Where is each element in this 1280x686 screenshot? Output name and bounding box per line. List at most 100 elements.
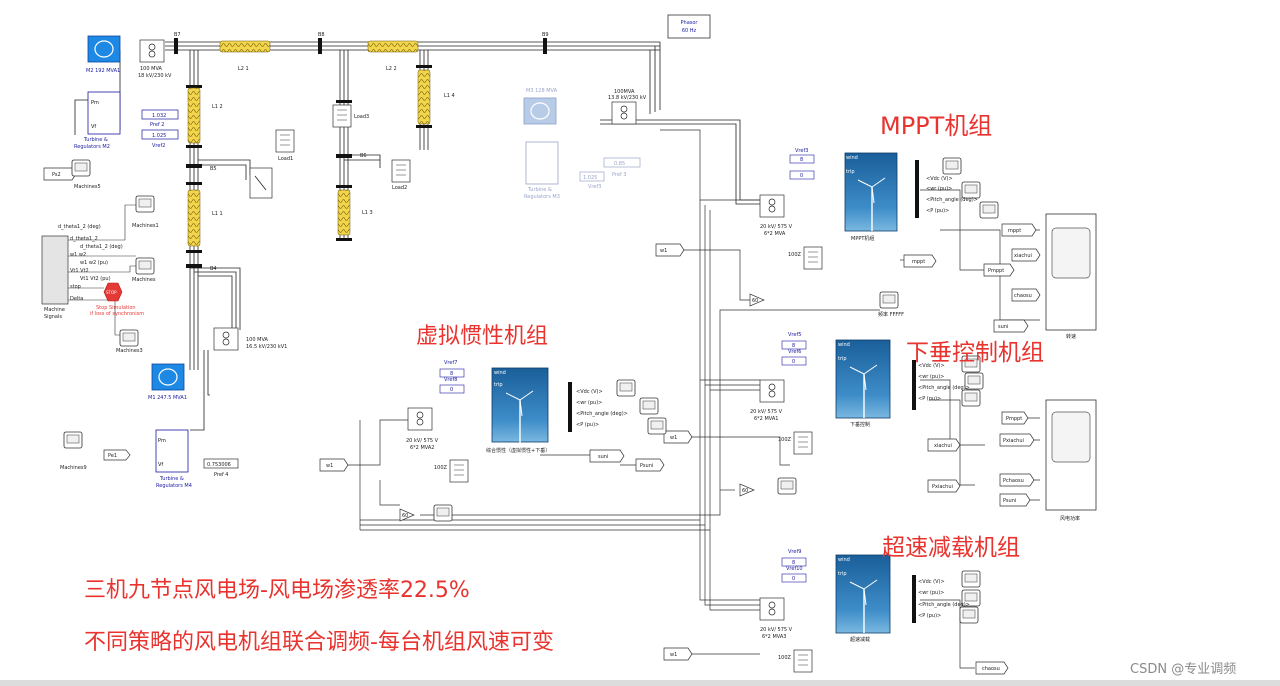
goto-tags[interactable] [43,167,1041,675]
scope-droop-3[interactable] [961,389,981,407]
load3-label: Load3 [354,114,369,120]
machine-signals-block[interactable] [41,235,69,305]
transformer-wt2[interactable] [407,407,433,431]
transformer-t3[interactable] [611,101,637,125]
generator-m1[interactable] [151,363,185,391]
scope-vi-1[interactable] [616,379,636,397]
scope-os-3[interactable] [959,606,979,624]
svg-text:Pm: Pm [91,100,99,106]
regulator-m2-label-a: Turbine & [83,137,108,143]
os-trip-value: 0 [792,576,795,582]
transformer-wt4-voltage: 20 kV/ 575 V [760,627,793,633]
ms-signal-2: w1 w2 (pu) [80,260,108,266]
stop-label: STOP [106,290,117,295]
scope-machines1[interactable] [135,195,155,213]
scope-machines3[interactable] [119,329,139,347]
scope-machines[interactable] [135,257,155,275]
scope-os-1[interactable] [961,570,981,588]
os-sel-pitch: <Pitch_angle (deg)> [918,602,970,608]
droop-sel-pitch: <Pitch_angle (deg)> [918,385,970,391]
scope-machines5-label: Machines5 [74,184,101,190]
ms-signal-1: d_theta1_2 (deg) [58,224,101,230]
load3-block[interactable] [332,104,352,128]
gain-droop[interactable] [739,483,755,497]
mppt-trip-value: 0 [800,173,803,179]
regulator-m4[interactable] [155,429,189,473]
load-rl-os[interactable] [793,649,813,673]
gain-mppt[interactable] [749,293,765,307]
constant-vref2[interactable] [141,129,179,140]
vi-wind-const[interactable] [439,368,465,378]
ms-signal-3: Vt1 Vt2 (pu) [80,276,111,282]
droop-wind-const[interactable] [781,340,807,350]
wind-turbine-os-label: 超速减载 [850,636,870,643]
scope-mppt-2[interactable] [961,181,981,199]
generator-m3-label: M3 128 MVA [526,88,558,94]
scope-mppt-3[interactable] [979,201,999,219]
load1-block[interactable] [275,129,295,153]
annotation-droop: 下垂控制机组 [906,340,1044,366]
scope-vi-2[interactable] [639,397,659,415]
load-rl-vi[interactable] [449,459,469,483]
scope-machines9[interactable] [63,431,83,449]
constant-pref4[interactable] [203,458,239,469]
os-wind-const[interactable] [781,557,807,567]
bottom-scrollbar[interactable] [0,680,1280,686]
scope-vi-3[interactable] [647,417,667,435]
os-sel-wr: <wr (pu)> [918,590,944,596]
mppt-wind-value: 8 [800,157,803,163]
scope-machines5[interactable] [71,159,91,177]
vi-trip-const[interactable] [439,384,465,394]
constant-pref3[interactable] [603,157,641,168]
stop-msg-b: if loss of synchronism [90,311,144,317]
transformer-wt3[interactable] [759,379,785,403]
wind-turbine-mppt[interactable] [844,152,898,232]
tag-pmppt: Pmppt [988,268,1004,274]
regulator-m2[interactable] [87,91,121,135]
load-rl-droop[interactable] [793,431,813,455]
transformer-t1[interactable] [213,327,239,351]
os-trip-const[interactable] [781,573,807,583]
phasor-block[interactable] [667,14,711,39]
machine-signals-label-b: Signals [44,314,62,320]
svg-text:wind: wind [838,342,850,348]
machine-signals-label-a: Machine [44,307,65,313]
ms-signal-1b: d_theta1_2 (deg) [80,244,123,250]
constant-vref3[interactable] [579,171,605,182]
transformer-t2[interactable] [139,39,165,63]
gain-vi[interactable] [399,508,415,522]
svg-text:wind: wind [494,370,506,376]
transformer-wt4[interactable] [759,597,785,621]
scope-mppt-1[interactable] [942,157,962,175]
mppt-trip-const[interactable] [789,170,815,180]
constant-vref2-label: Vref2 [152,143,165,149]
os-vref9-label: Vref9 [788,549,801,555]
generator-m2-label: M2 192 MVA1 [86,68,120,74]
annotation-title-line1: 三机九节点风电场-风电场渗透率22.5% [84,578,470,603]
load-rl-os-label: 100Z [778,655,792,661]
scope-vi-gain[interactable] [433,504,453,522]
transformer-t1-voltage: 16.5 kV/230 kV1 [246,344,287,350]
scope-fffff[interactable] [879,291,899,309]
transformer-t2-rating: 100 MVA [140,66,163,72]
generator-m3[interactable] [523,97,557,125]
load-rl-mppt[interactable] [803,246,823,270]
mppt-wind-const[interactable] [789,154,815,164]
generator-m2[interactable] [87,35,121,63]
constant-pref2[interactable] [141,109,179,120]
constant-pref3-label: Pref 3 [612,172,626,178]
droop-trip-const[interactable] [781,356,807,366]
load2-label: Load2 [392,185,407,191]
tag-pe1: Pe1 [108,453,117,459]
transformer-wt1[interactable] [759,194,785,218]
wind-turbine-os[interactable] [835,554,891,634]
load2-block[interactable] [391,159,411,183]
tag-mppt-in: mppt [1008,228,1021,234]
transmission-lines[interactable] [187,40,431,247]
scope-droop-gain[interactable] [777,477,797,495]
stop-block[interactable] [103,282,123,302]
line-l14-label: L1 4 [444,93,455,99]
wind-turbine-droop[interactable] [835,339,891,419]
regulator-m3[interactable] [525,141,559,185]
